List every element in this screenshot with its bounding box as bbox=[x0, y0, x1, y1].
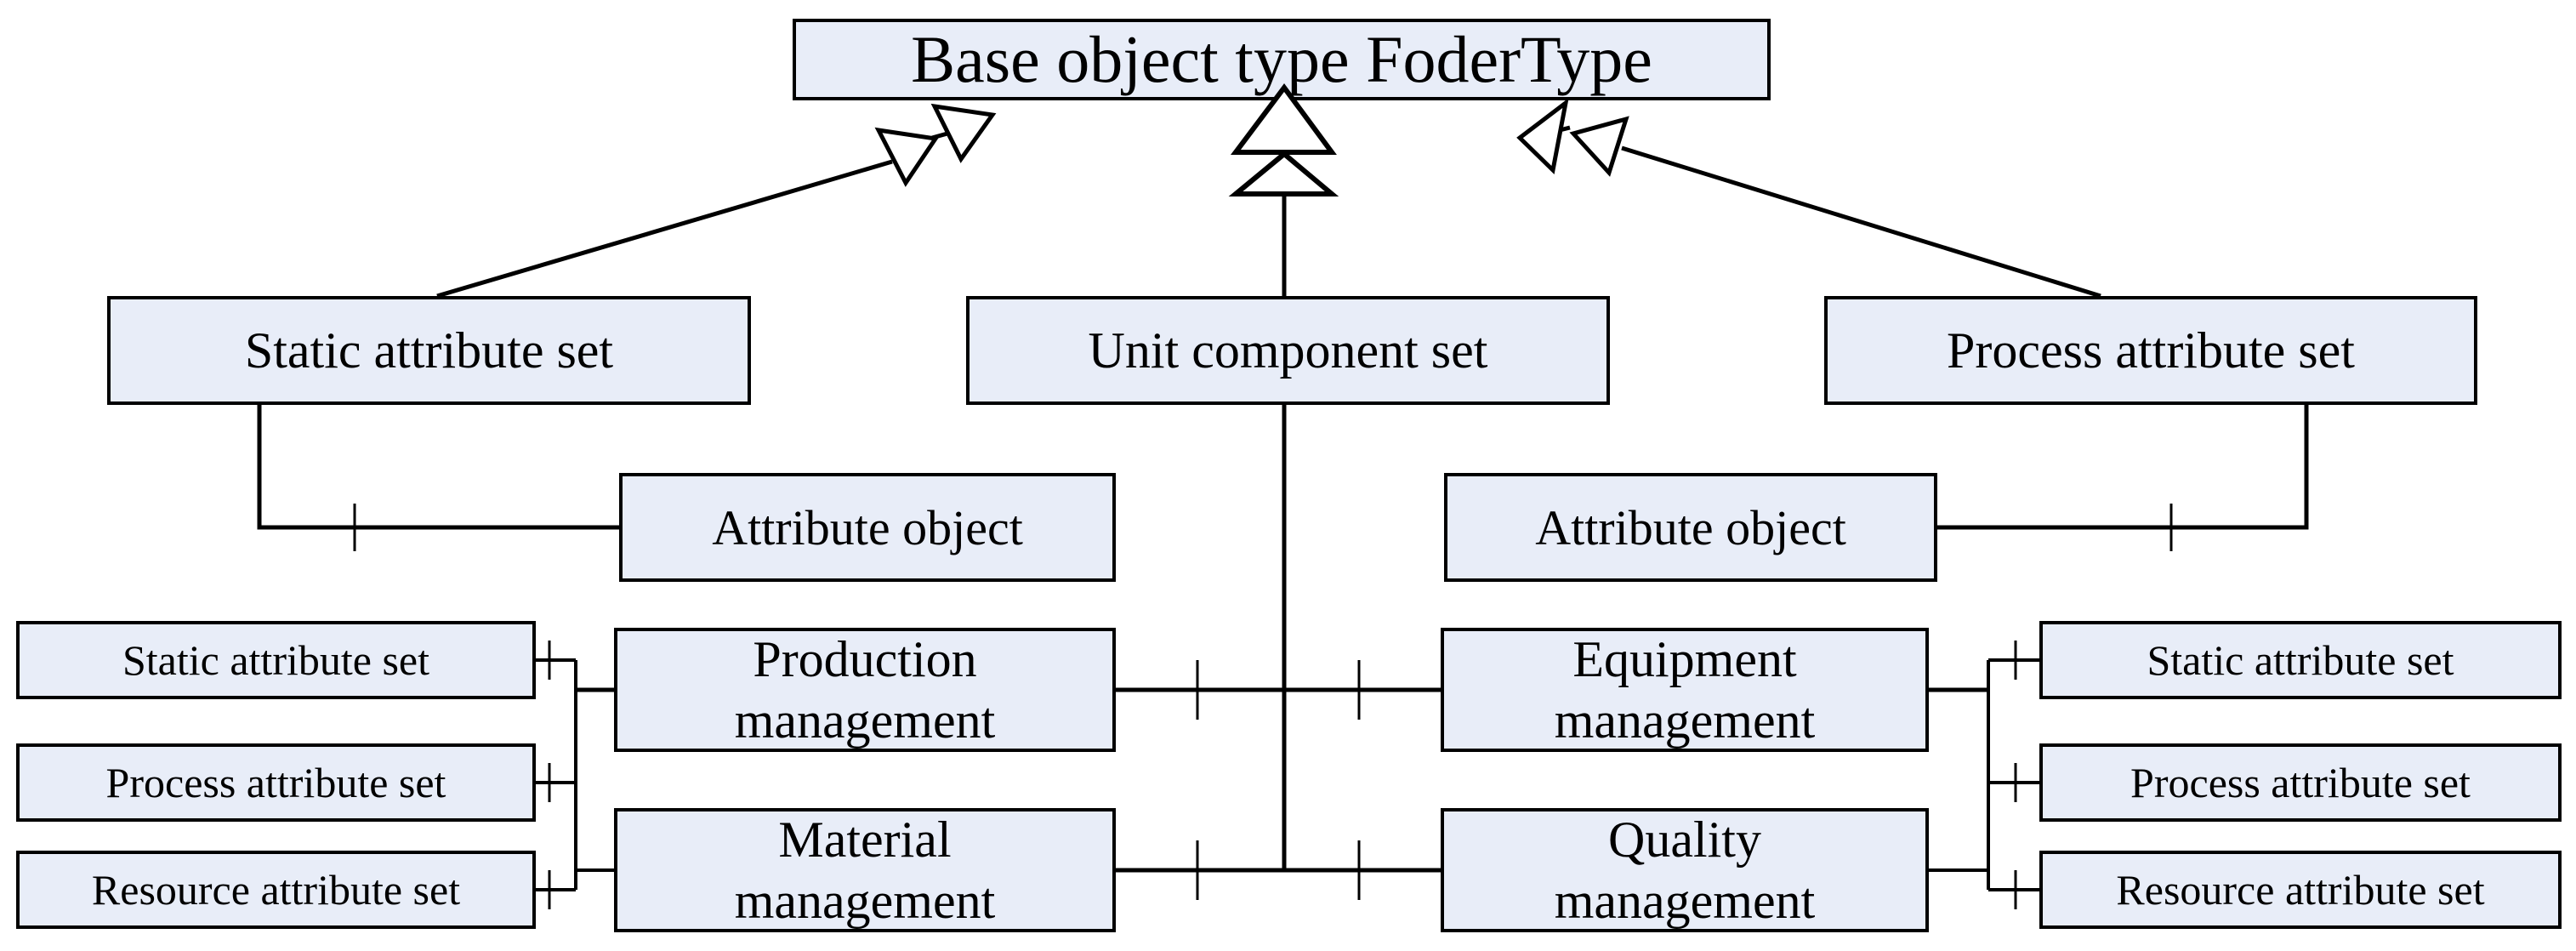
hollow-triangle-arrowhead-icon bbox=[1569, 116, 1629, 177]
node-right-resource-attribute-set: Resource attribute set bbox=[2039, 851, 2562, 929]
generalization-arrow-left bbox=[436, 103, 997, 299]
node-label: Static attribute set bbox=[244, 322, 614, 379]
connector-material-quality bbox=[1116, 840, 1441, 900]
association-process-to-attribute-object bbox=[1937, 405, 2309, 551]
node-label: Equipment management bbox=[1554, 631, 1816, 749]
hollow-triangle-arrowhead-icon bbox=[930, 103, 997, 163]
node-production-management: Production management bbox=[614, 628, 1116, 752]
hollow-triangle-arrowhead-icon bbox=[1516, 98, 1569, 175]
node-right-process-attribute-set: Process attribute set bbox=[2039, 743, 2562, 822]
node-right-static-attribute-set: Static attribute set bbox=[2039, 621, 2562, 699]
right-attribute-bus bbox=[1929, 641, 2039, 909]
generalization-arrow-middle bbox=[1228, 83, 1339, 296]
node-label: Attribute object bbox=[712, 499, 1023, 555]
node-label: Process attribute set bbox=[1947, 322, 2355, 379]
association-static-to-attribute-object bbox=[257, 405, 619, 551]
node-process-attribute-set: Process attribute set bbox=[1824, 296, 2477, 405]
node-equipment-management: Equipment management bbox=[1441, 628, 1929, 752]
node-label: Process attribute set bbox=[2130, 759, 2471, 806]
node-label: Static attribute set bbox=[122, 636, 429, 684]
node-attribute-object-left: Attribute object bbox=[619, 473, 1116, 582]
connector-production-equipment bbox=[1116, 660, 1441, 720]
left-attribute-bus bbox=[536, 641, 614, 909]
node-material-management: Material management bbox=[614, 808, 1116, 932]
node-label: Quality management bbox=[1554, 811, 1816, 929]
node-label: Resource attribute set bbox=[2116, 866, 2485, 914]
node-attribute-object-right: Attribute object bbox=[1444, 473, 1937, 582]
hollow-triangle-arrowhead-icon bbox=[874, 127, 940, 187]
node-left-process-attribute-set: Process attribute set bbox=[16, 743, 536, 822]
node-quality-management: Quality management bbox=[1441, 808, 1929, 932]
node-label: Base object type FoderType bbox=[911, 22, 1652, 96]
node-static-attribute-set: Static attribute set bbox=[107, 296, 751, 405]
node-label: Process attribute set bbox=[105, 759, 446, 806]
node-label: Attribute object bbox=[1535, 499, 1846, 555]
node-label: Production management bbox=[734, 631, 996, 749]
generalization-arrow-right bbox=[1516, 98, 2101, 299]
hollow-triangle-arrowhead-icon bbox=[1228, 151, 1339, 196]
node-label: Material management bbox=[734, 811, 996, 929]
node-label: Static attribute set bbox=[2147, 636, 2454, 684]
node-label: Resource attribute set bbox=[91, 866, 461, 914]
node-left-static-attribute-set: Static attribute set bbox=[16, 621, 536, 699]
node-label: Unit component set bbox=[1088, 322, 1488, 379]
node-left-resource-attribute-set: Resource attribute set bbox=[16, 851, 536, 929]
node-base-object-type: Base object type FoderType bbox=[793, 19, 1771, 100]
node-unit-component-set: Unit component set bbox=[966, 296, 1610, 405]
